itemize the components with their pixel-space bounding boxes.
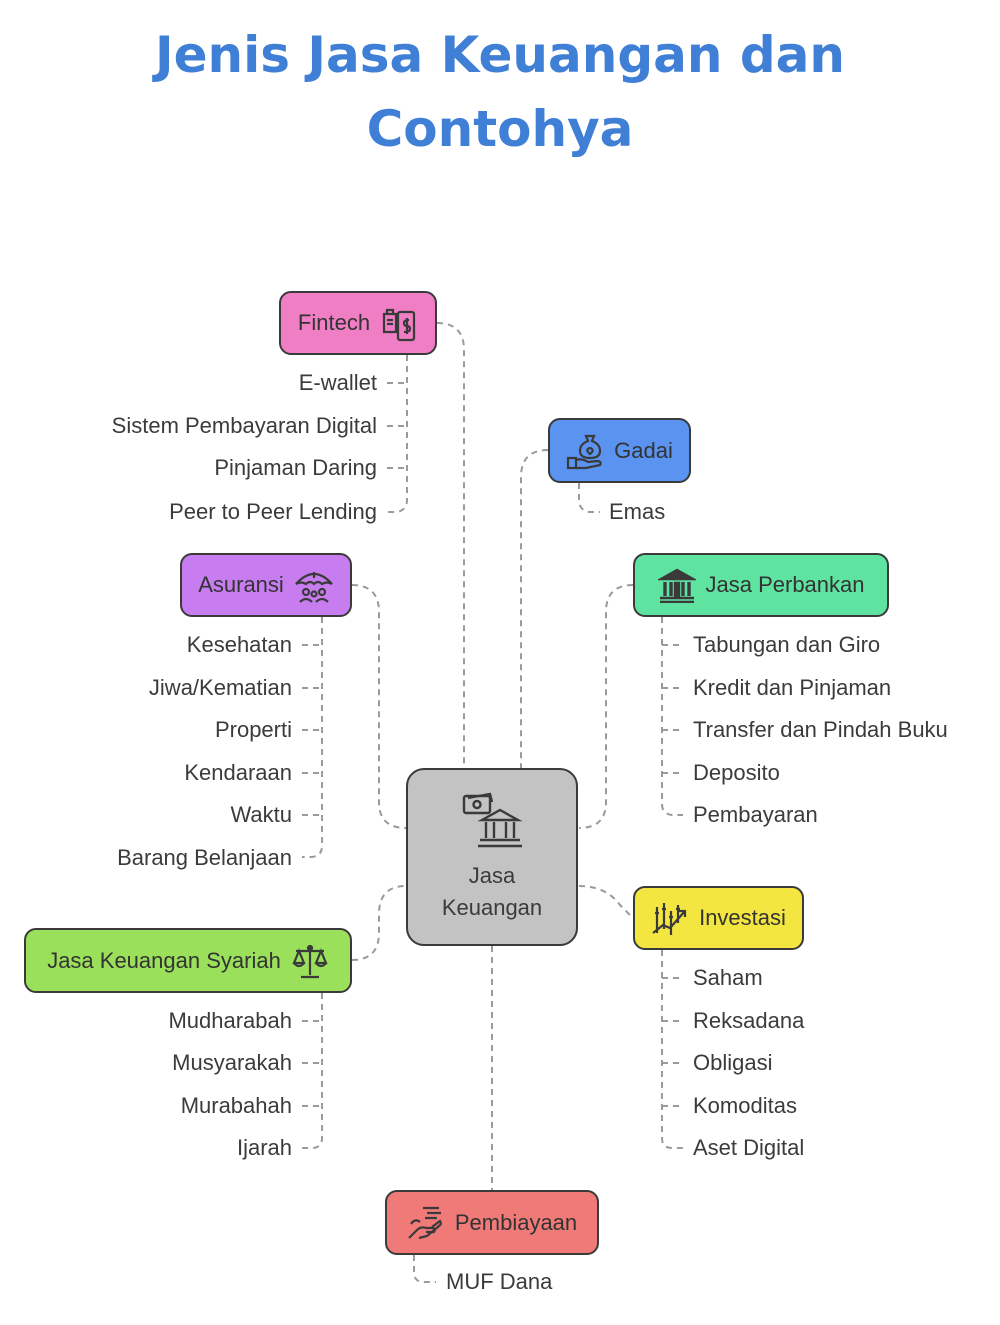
center-label-line1: Jasa: [468, 863, 516, 888]
bank-money-icon: [460, 792, 524, 858]
fintech-item-4: Peer to Peer Lending: [169, 499, 377, 524]
asuransi-item-1: Kesehatan: [186, 632, 292, 657]
syariah-item-1: Mudharabah: [168, 1008, 292, 1033]
pawn-hand-icon: [566, 432, 604, 470]
node-gadai[interactable]: Gadai: [548, 418, 691, 483]
center-node[interactable]: Jasa Keuangan: [406, 768, 578, 946]
connector-fintech: [436, 322, 465, 768]
investasi-item-2: Reksadana: [693, 1008, 805, 1033]
investasi-label: Investasi: [699, 905, 786, 930]
perbankan-item-1: Tabungan dan Giro: [693, 632, 881, 657]
syariah-label: Jasa Keuangan Syariah: [47, 947, 281, 973]
asuransi-item-4: Kendaraan: [184, 760, 292, 785]
pembiayaan-label: Pembiayaan: [454, 1209, 578, 1235]
fintech-item-3: Pinjaman Daring: [214, 455, 377, 480]
center-label-line2: Keuangan: [441, 895, 543, 920]
perbankan-item-2: Kredit dan Pinjaman: [693, 675, 892, 700]
node-asuransi[interactable]: Asuransi: [180, 553, 352, 617]
node-fintech[interactable]: Fintech: [279, 291, 437, 355]
connector-asuransi: [351, 584, 407, 829]
asuransi-item-6: Barang Belanjaan: [117, 845, 292, 870]
node-investasi[interactable]: Investasi: [633, 886, 804, 950]
gadai-label: Gadai: [614, 437, 673, 463]
connector-perbankan: [578, 584, 634, 829]
investasi-item-5: Aset Digital: [693, 1135, 805, 1160]
perbankan-item-5: Pembayaran: [693, 802, 818, 827]
node-perbankan[interactable]: Jasa Perbankan: [633, 553, 889, 617]
hand-money-icon: [407, 1204, 445, 1242]
bank-building-icon: [657, 567, 696, 603]
mobile-payment-icon: [380, 304, 418, 342]
investasi-item-1: Saham: [693, 965, 763, 990]
fintech-label: Fintech: [297, 310, 371, 335]
asuransi-item-3: Properti: [214, 717, 292, 742]
page-title: Jenis Jasa Keuangan dan Contohya: [0, 18, 1000, 166]
pembiayaan-item-1: MUF Dana: [446, 1269, 553, 1294]
fintech-item-2: Sistem Pembayaran Digital: [111, 413, 377, 438]
investasi-item-4: Komoditas: [693, 1093, 797, 1118]
title-line-1: Jenis Jasa Keuangan dan: [154, 26, 846, 84]
connector-syariah: [351, 885, 407, 961]
investasi-item-3: Obligasi: [693, 1050, 773, 1075]
perbankan-item-4: Deposito: [693, 760, 780, 785]
syariah-item-3: Murabahah: [180, 1093, 292, 1118]
node-pembiayaan[interactable]: Pembiayaan: [385, 1190, 599, 1255]
umbrella-family-icon: [294, 566, 334, 604]
connector-gadai: [520, 449, 549, 768]
scales-icon: [291, 942, 329, 980]
gadai-item-1: Emas: [609, 499, 666, 524]
fintech-item-1: E-wallet: [298, 370, 377, 395]
node-syariah[interactable]: Jasa Keuangan Syariah: [24, 928, 352, 993]
syariah-item-4: Ijarah: [236, 1135, 292, 1160]
perbankan-item-3: Transfer dan Pindah Buku: [693, 717, 948, 742]
asuransi-item-2: Jiwa/Kematian: [148, 675, 292, 700]
perbankan-label: Jasa Perbankan: [705, 572, 865, 597]
asuransi-item-5: Waktu: [230, 802, 292, 827]
asuransi-label: Asuransi: [198, 572, 284, 597]
connector-investasi: [578, 885, 634, 919]
growth-chart-icon: [651, 899, 689, 937]
title-line-2: Contohya: [366, 100, 634, 158]
syariah-item-2: Musyarakah: [172, 1050, 292, 1075]
